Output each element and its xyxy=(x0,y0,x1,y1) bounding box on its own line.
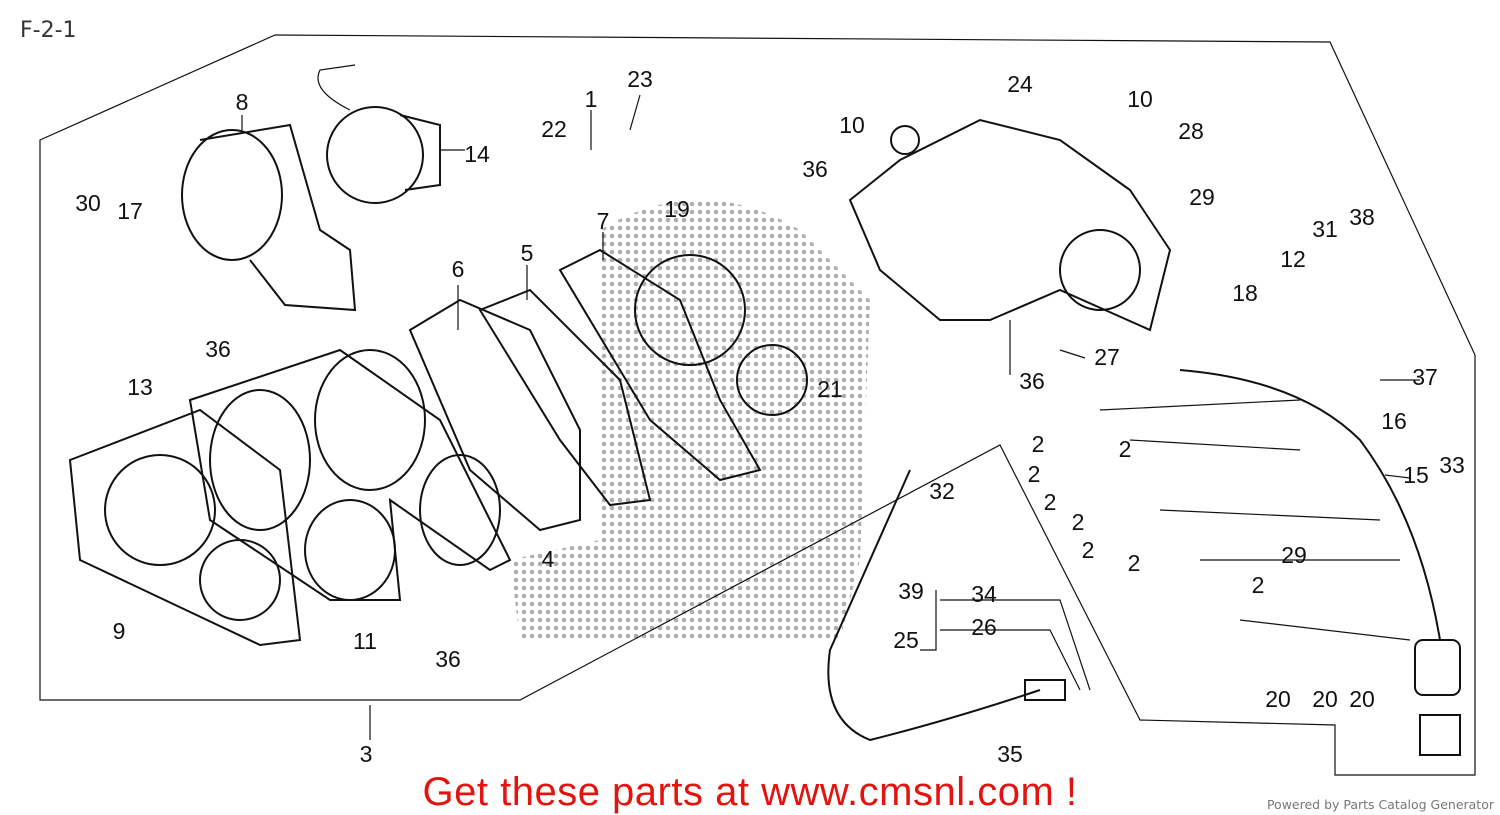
callout-7: 7 xyxy=(597,208,610,234)
leader-lines xyxy=(241,94,1420,740)
callout-36: 36 xyxy=(1019,368,1045,394)
callout-21: 21 xyxy=(817,376,843,402)
callout-30: 30 xyxy=(75,190,101,216)
callout-17: 17 xyxy=(117,198,143,224)
callout-31: 31 xyxy=(1312,216,1338,242)
part-panels xyxy=(408,248,762,532)
callout-8: 8 xyxy=(236,89,249,115)
callout-2: 2 xyxy=(1072,509,1085,535)
powered-by-footer: Powered by Parts Catalog Generator xyxy=(1266,797,1494,812)
callout-labels: 30 17 8 14 22 1 23 7 19 5 6 10 36 24 10 … xyxy=(75,66,1465,767)
callout-36: 36 xyxy=(802,156,828,182)
callout-2: 2 xyxy=(1119,436,1132,462)
callout-2: 2 xyxy=(1044,489,1057,515)
part-meter-case xyxy=(188,348,512,601)
callout-20: 20 xyxy=(1265,686,1291,712)
callout-5: 5 xyxy=(521,240,534,266)
callout-14: 14 xyxy=(464,141,490,167)
callout-22: 22 xyxy=(541,116,567,142)
callout-32: 32 xyxy=(929,478,955,504)
callout-10: 10 xyxy=(839,112,865,138)
callout-23: 23 xyxy=(627,66,653,92)
callout-3: 3 xyxy=(360,741,373,767)
callout-4: 4 xyxy=(542,546,555,572)
callout-2: 2 xyxy=(1032,431,1045,457)
page-title: F-2-1 xyxy=(20,18,77,43)
callout-29: 29 xyxy=(1189,184,1215,210)
callout-11: 11 xyxy=(353,628,377,654)
diagram-outline xyxy=(39,34,1476,776)
callout-16: 16 xyxy=(1381,408,1407,434)
callout-2: 2 xyxy=(1082,537,1095,563)
callout-2: 2 xyxy=(1028,461,1041,487)
callout-33: 33 xyxy=(1439,452,1465,478)
callout-10: 10 xyxy=(1127,86,1153,112)
callout-25: 25 xyxy=(893,627,919,653)
callout-19: 19 xyxy=(664,196,690,222)
callout-26: 26 xyxy=(971,614,997,640)
callout-12: 12 xyxy=(1280,246,1306,272)
callout-20: 20 xyxy=(1349,686,1375,712)
part-meter-cable xyxy=(827,469,1066,742)
callout-29: 29 xyxy=(1281,542,1307,568)
part-housing xyxy=(848,118,1172,332)
callout-2: 2 xyxy=(1252,572,1265,598)
callout-6: 6 xyxy=(452,256,465,282)
callout-37: 37 xyxy=(1412,364,1438,390)
callout-36: 36 xyxy=(435,646,461,672)
callout-39: 39 xyxy=(898,578,924,604)
callout-15: 15 xyxy=(1403,462,1429,488)
part-tachometer xyxy=(634,254,808,416)
callout-13: 13 xyxy=(127,374,153,400)
promo-link[interactable]: Get these parts at www.cmsnl.com ! xyxy=(422,770,1078,814)
callout-2: 2 xyxy=(1128,550,1141,576)
callout-24: 24 xyxy=(1007,71,1033,97)
callout-9: 9 xyxy=(113,618,126,644)
part-speedometer xyxy=(181,64,441,312)
callout-35: 35 xyxy=(997,741,1023,767)
part-gasket xyxy=(68,408,302,647)
callout-38: 38 xyxy=(1349,204,1375,230)
callout-28: 28 xyxy=(1178,118,1204,144)
callout-36: 36 xyxy=(205,336,231,362)
part-wire-harness xyxy=(1099,369,1461,756)
watermark-logo xyxy=(510,200,870,640)
callout-18: 18 xyxy=(1232,280,1258,306)
callout-34: 34 xyxy=(971,581,997,607)
callout-27: 27 xyxy=(1094,344,1120,370)
callout-1: 1 xyxy=(585,86,598,112)
callout-20: 20 xyxy=(1312,686,1338,712)
